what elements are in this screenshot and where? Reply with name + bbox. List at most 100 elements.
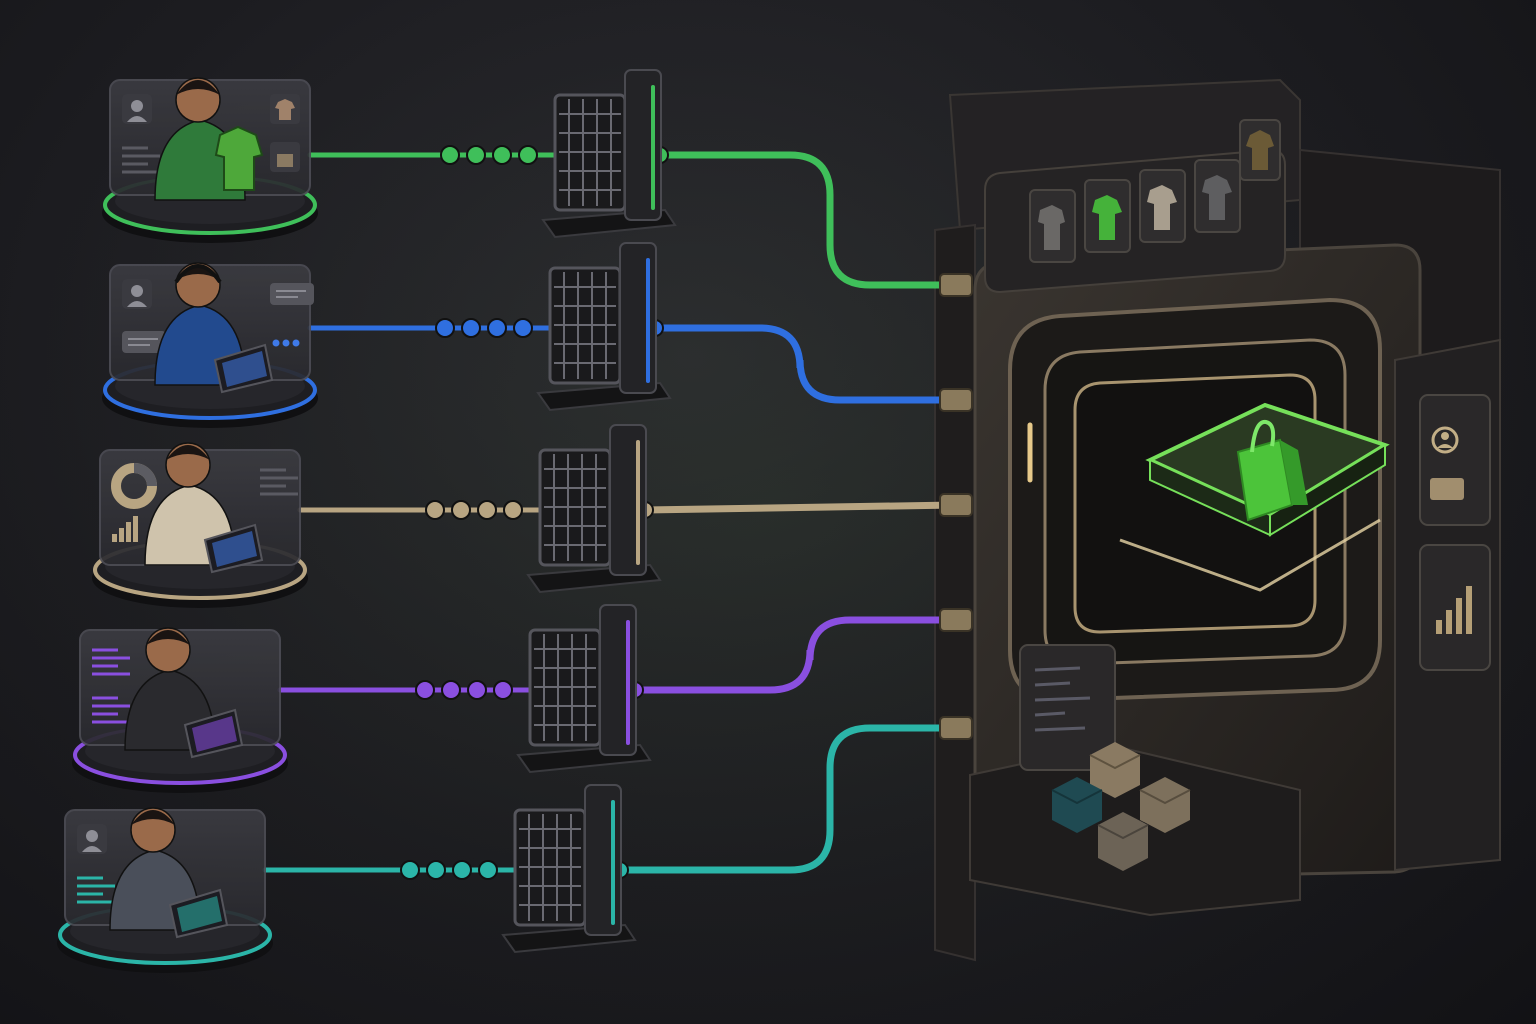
central-hub-machine <box>934 78 1501 962</box>
station-analyst <box>92 442 308 608</box>
avatar-body <box>127 116 147 122</box>
hub-port-connector <box>939 388 973 412</box>
bag-shape <box>277 154 293 167</box>
dot <box>272 339 280 347</box>
device-screen <box>192 716 237 752</box>
cable-analyst-outbound <box>641 501 959 514</box>
hub-port-connector <box>939 716 973 740</box>
shopping-bag-icon <box>1236 419 1308 522</box>
chat-bubble-icon <box>122 331 166 353</box>
code-panel-icon <box>1019 644 1116 771</box>
cable-developer-outbound <box>631 616 959 694</box>
cable-bead <box>492 145 512 165</box>
hub-port-connector <box>939 273 973 297</box>
hub-side-card-2 <box>1419 544 1491 671</box>
cable-layer <box>262 145 973 880</box>
cable-bead <box>478 860 498 880</box>
gate-light-strip <box>611 800 615 925</box>
avatar-head <box>131 285 143 297</box>
station-shopper <box>102 77 318 243</box>
bar-chart-icon <box>112 516 138 542</box>
message-icon <box>1430 478 1464 500</box>
cube-icon <box>1097 812 1149 871</box>
list-lines-icon <box>77 876 115 904</box>
cube-icon <box>1051 777 1103 833</box>
station-layer <box>57 77 318 973</box>
gate-light-strip <box>636 440 640 565</box>
bar <box>126 522 131 542</box>
person-hair <box>176 80 220 95</box>
gate-account-manager <box>501 784 637 954</box>
cable-bead <box>466 145 486 165</box>
gate-shopper <box>541 69 677 239</box>
gate-analyst <box>526 424 662 594</box>
hub-glow-strip-bottom <box>1119 518 1381 592</box>
person-hair <box>146 630 190 645</box>
gate-light-strip <box>651 85 655 210</box>
station-support-agent <box>102 262 318 428</box>
cube-icon <box>1139 777 1191 833</box>
cable-bead <box>518 145 538 165</box>
bag-icon <box>270 142 300 172</box>
dots-icon <box>272 339 300 347</box>
cable-bead <box>435 318 455 338</box>
avatar-icon <box>1431 426 1459 454</box>
cable-bead <box>493 680 513 700</box>
person-hair <box>166 445 210 460</box>
avatar-head <box>131 100 143 112</box>
cable-bead <box>426 860 446 880</box>
shirt-icon <box>1092 195 1122 240</box>
avatar-icon <box>77 824 107 854</box>
gate-pillar <box>624 69 662 221</box>
cable-bead <box>400 860 420 880</box>
donut-chart-icon <box>111 463 157 509</box>
station-account-manager <box>57 807 273 973</box>
cable-bead <box>477 500 497 520</box>
bar-chart-icon <box>1436 586 1472 634</box>
shirt-icon <box>1147 185 1177 230</box>
shopper-holding-shirt <box>154 77 264 201</box>
shirt-shape <box>275 99 295 120</box>
text-lines-icon <box>260 468 298 496</box>
cable-bead <box>487 318 507 338</box>
developer-with-laptop <box>124 627 244 759</box>
avatar-icon <box>122 94 152 124</box>
gate-light-strip <box>646 258 650 383</box>
code-lines-icon <box>92 648 130 676</box>
shirt-icon <box>1202 175 1232 220</box>
station-developer <box>72 627 288 793</box>
shirt-icon <box>1246 130 1274 170</box>
cable-bead <box>452 860 472 880</box>
gate-pillar <box>609 424 647 576</box>
gate-support-agent <box>536 242 672 412</box>
avatar-head <box>86 830 98 842</box>
cable-bead <box>440 145 460 165</box>
cable-bead <box>415 680 435 700</box>
cable-shopper-outbound <box>656 151 959 289</box>
dot <box>282 339 290 347</box>
cable-bead <box>451 500 471 520</box>
cable-bead <box>461 318 481 338</box>
cable-bead <box>503 500 523 520</box>
held-shirt <box>214 125 264 191</box>
hub-port-connector <box>939 608 973 632</box>
cable-account-manager-outbound <box>616 724 959 874</box>
cable-bead <box>467 680 487 700</box>
cable-bead <box>513 318 533 338</box>
bubble <box>122 331 166 353</box>
bar <box>112 534 117 542</box>
avatar-body <box>127 301 147 307</box>
cable-bead <box>441 680 461 700</box>
text-lines-icon <box>122 146 160 174</box>
agent-with-headset-and-laptop <box>154 262 274 394</box>
avatar-body <box>82 846 102 852</box>
person-hair <box>131 810 175 825</box>
donut-slice <box>133 463 157 487</box>
device-screen <box>222 351 267 387</box>
hub-strip-shirts <box>1029 119 1281 263</box>
shirt-icon <box>270 94 300 124</box>
gate-pillar <box>599 604 637 756</box>
device-screen <box>212 531 257 567</box>
cube-icon <box>1089 742 1141 798</box>
